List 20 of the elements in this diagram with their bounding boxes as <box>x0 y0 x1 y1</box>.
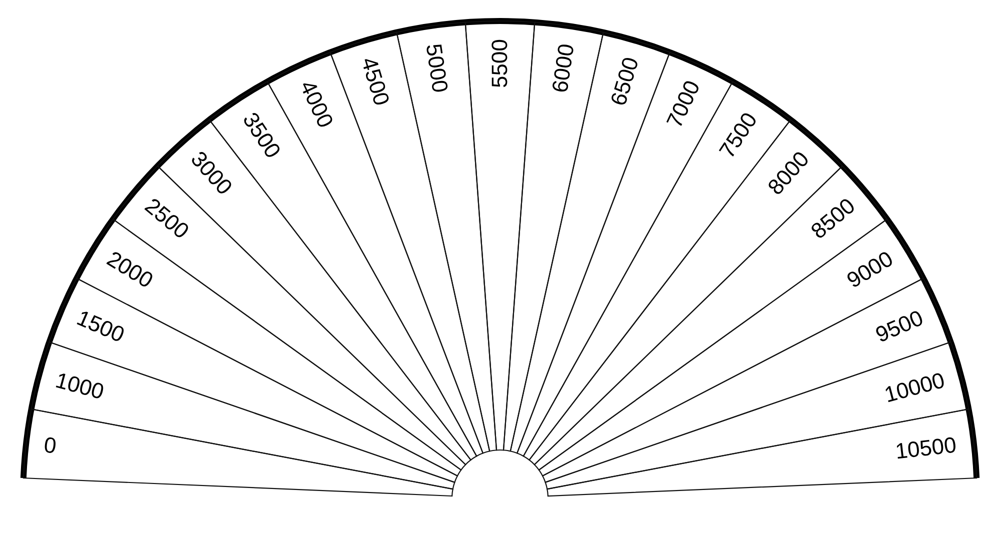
scale-value: 6500 <box>607 55 642 108</box>
scale-value: 0 <box>42 434 58 458</box>
scale-value: 10000 <box>882 369 947 406</box>
scale-value: 1000 <box>54 369 107 404</box>
scale-value: 2000 <box>103 248 156 292</box>
scale-value: 1500 <box>74 306 128 346</box>
scale-value: 4500 <box>358 55 393 108</box>
scale-value: 7000 <box>664 77 704 132</box>
dial-sector <box>546 408 978 497</box>
dial-sector <box>30 341 456 491</box>
dial-sector <box>464 20 536 452</box>
dial-sector <box>22 408 454 497</box>
scale-value: 5500 <box>489 39 511 88</box>
dial-sector <box>544 341 970 491</box>
scale-value: 5000 <box>422 42 452 94</box>
scale-value: 6000 <box>548 42 578 94</box>
scale-value: 4000 <box>296 77 336 132</box>
scale-value: 9000 <box>843 248 897 293</box>
scale-value: 9500 <box>872 306 926 346</box>
scale-value: 10500 <box>894 434 958 464</box>
